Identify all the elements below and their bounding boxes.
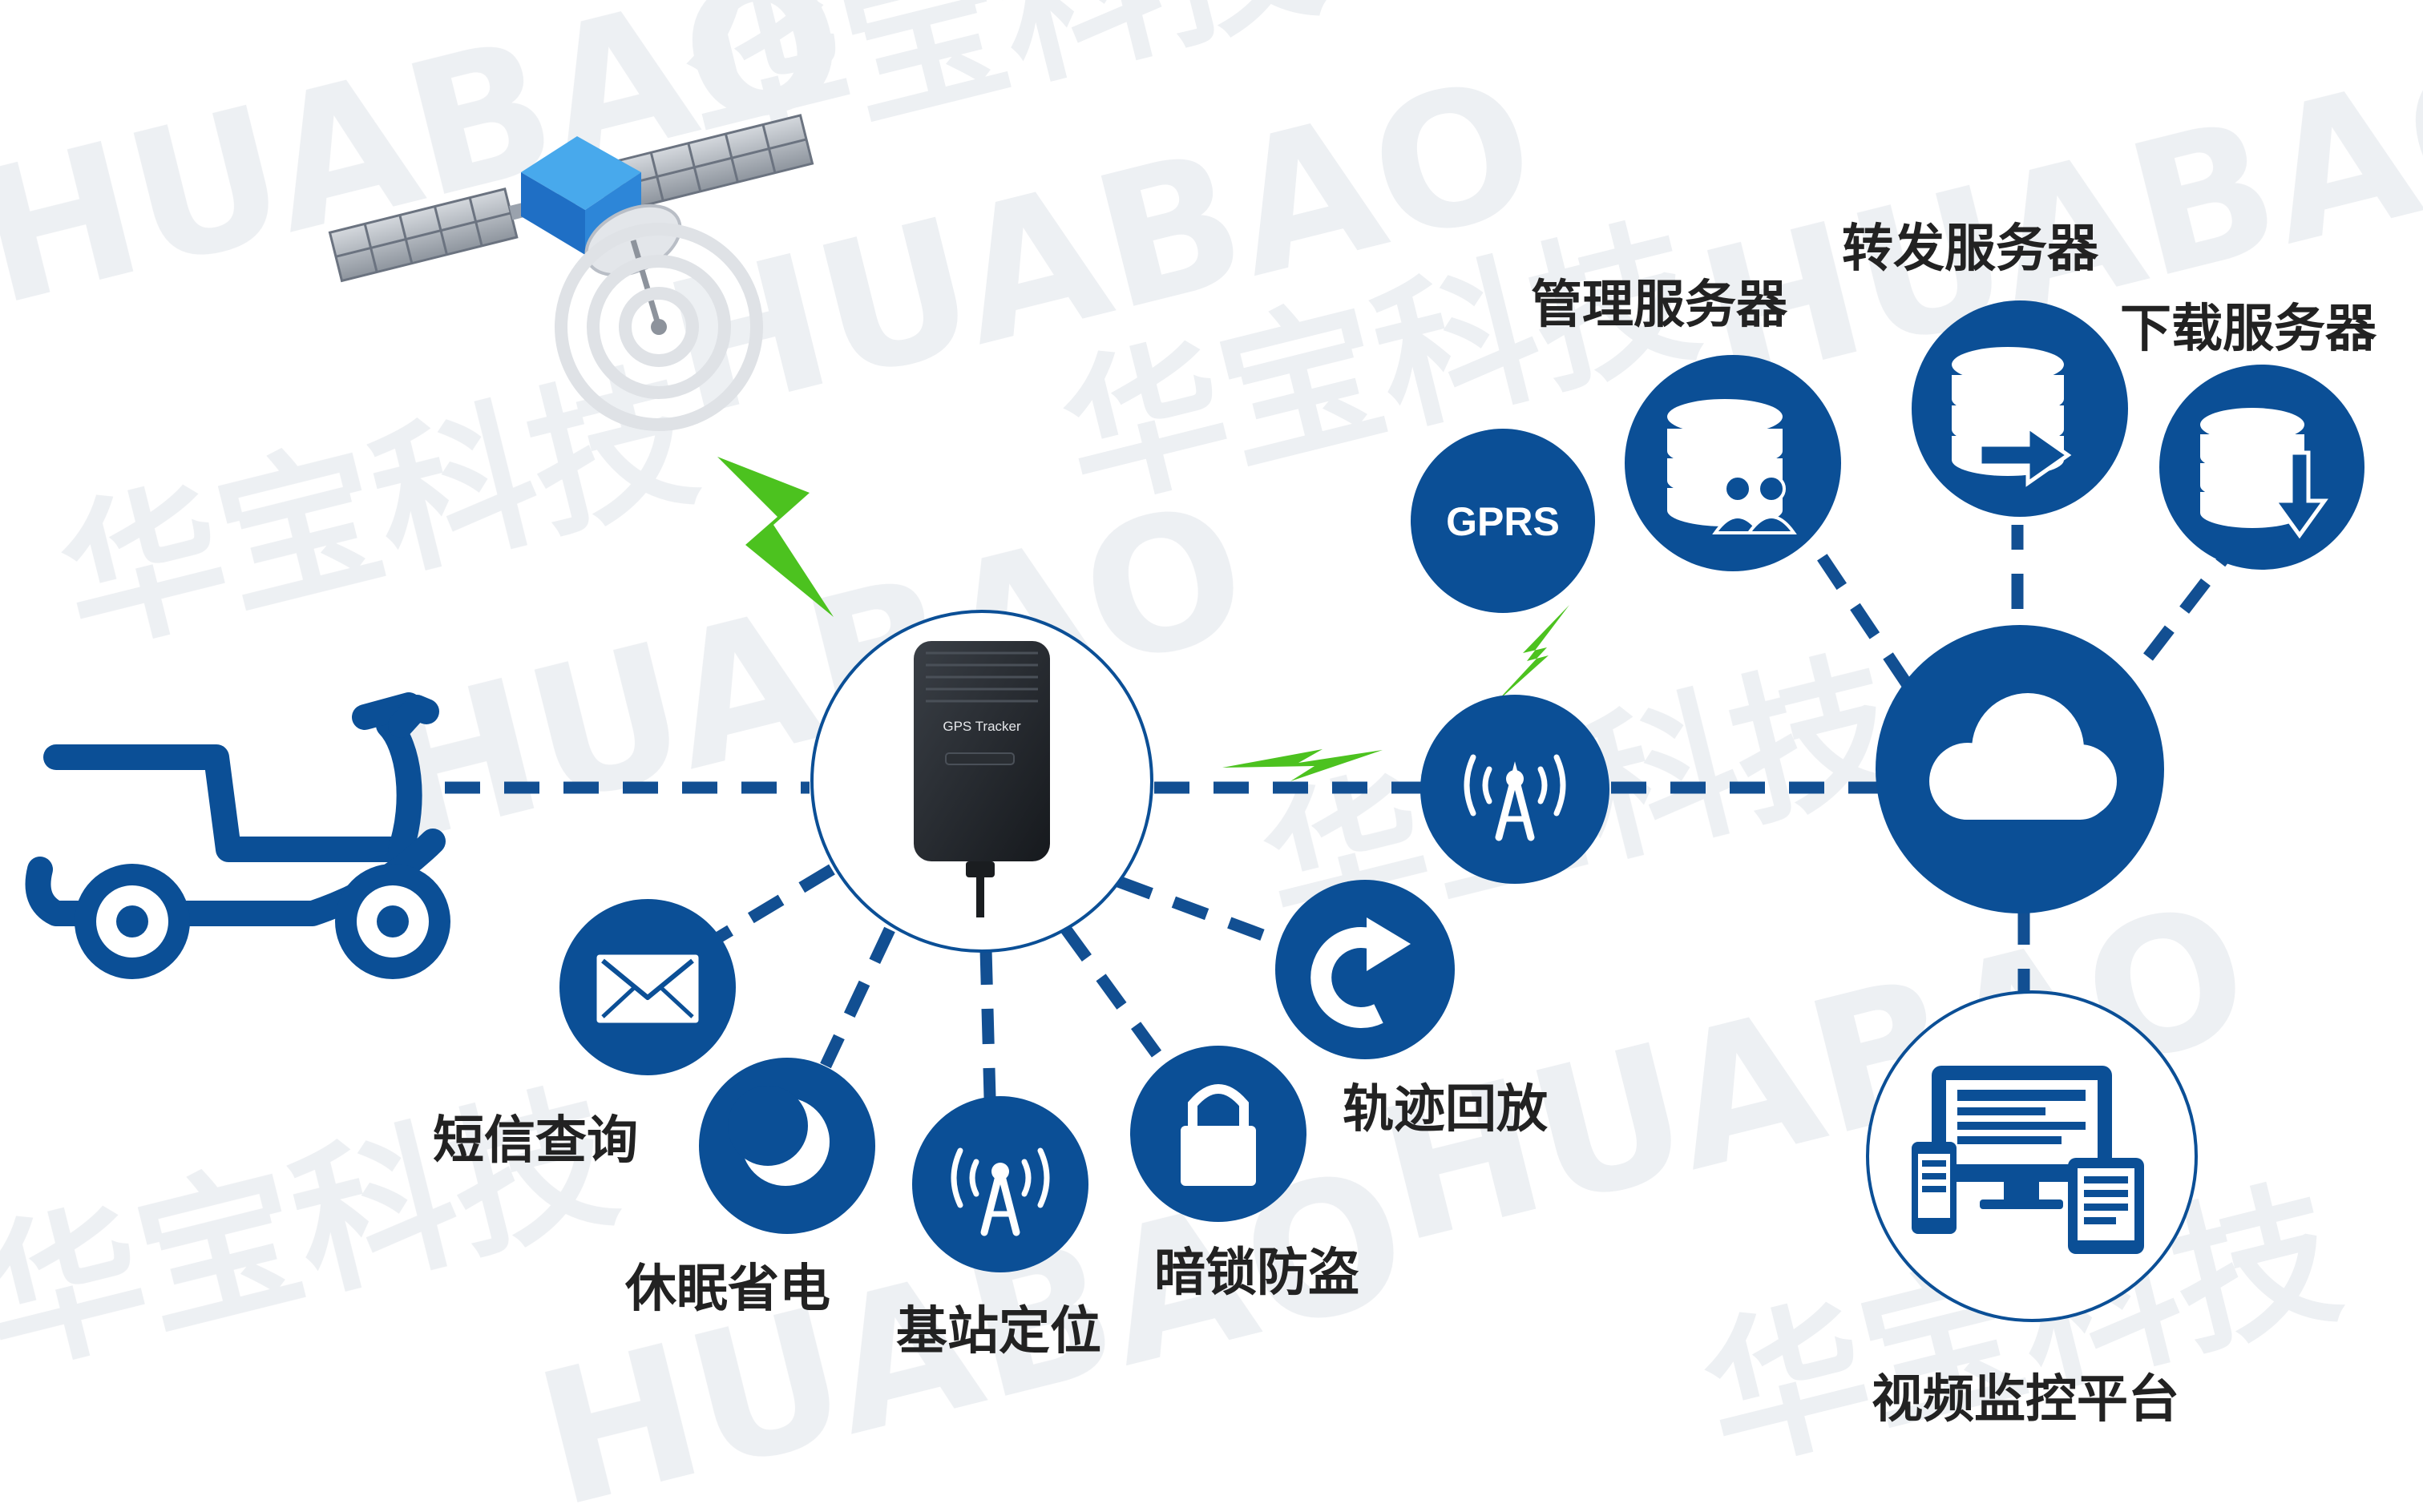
connector-cloud-download — [2148, 553, 2228, 657]
label-forwarding-server: 转发服务器 — [1842, 220, 2099, 279]
sleep-power-saving-node — [699, 1058, 875, 1234]
scooter-icon — [38, 705, 451, 979]
envelope-icon — [600, 958, 696, 1020]
cell-tower-node — [1420, 695, 1609, 884]
gps-tracker-node: GPS Tracker — [812, 611, 1152, 951]
label-sleep-power-saving: 休眠省电 — [624, 1260, 830, 1319]
connector-device-sleep — [826, 929, 890, 1066]
device-caption: GPS Tracker — [943, 719, 1021, 734]
cloud-node — [1876, 625, 2164, 913]
download-server-node — [2159, 365, 2364, 570]
label-sms-query: 短信查询 — [433, 1111, 638, 1171]
management-server-node — [1625, 355, 1841, 571]
label-download-server: 下载服务器 — [2120, 300, 2377, 359]
label-video-monitoring-platform: 视频监控平台 — [1872, 1370, 2179, 1429]
lightning-bolt-icon — [1495, 605, 1569, 704]
label-base-station-positioning: 基站定位 — [896, 1302, 1101, 1361]
connector-device-lock — [1066, 929, 1158, 1056]
gprs-label: GPRS — [1446, 499, 1560, 544]
video-platform-node — [1868, 992, 2196, 1320]
database-users-icon — [1667, 399, 1794, 533]
connector-device-replay — [1118, 881, 1286, 944]
forwarding-server-node — [1912, 300, 2128, 517]
hidden-lock-anti-theft-node — [1130, 1046, 1306, 1222]
label-track-playback: 轨迹回放 — [1343, 1080, 1548, 1139]
connector-device-base-station — [986, 950, 990, 1098]
connector-device-sms — [716, 869, 832, 939]
label-management-server: 管理服务器 — [1531, 276, 1788, 335]
sms-query-node — [559, 899, 736, 1075]
database-forward-icon — [1952, 347, 2068, 483]
gprs-node: GPRS — [1411, 429, 1595, 613]
base-station-positioning-node — [912, 1096, 1088, 1272]
label-hidden-lock-anti-theft: 暗锁防盗 — [1154, 1244, 1359, 1303]
track-playback-node — [1275, 880, 1455, 1059]
